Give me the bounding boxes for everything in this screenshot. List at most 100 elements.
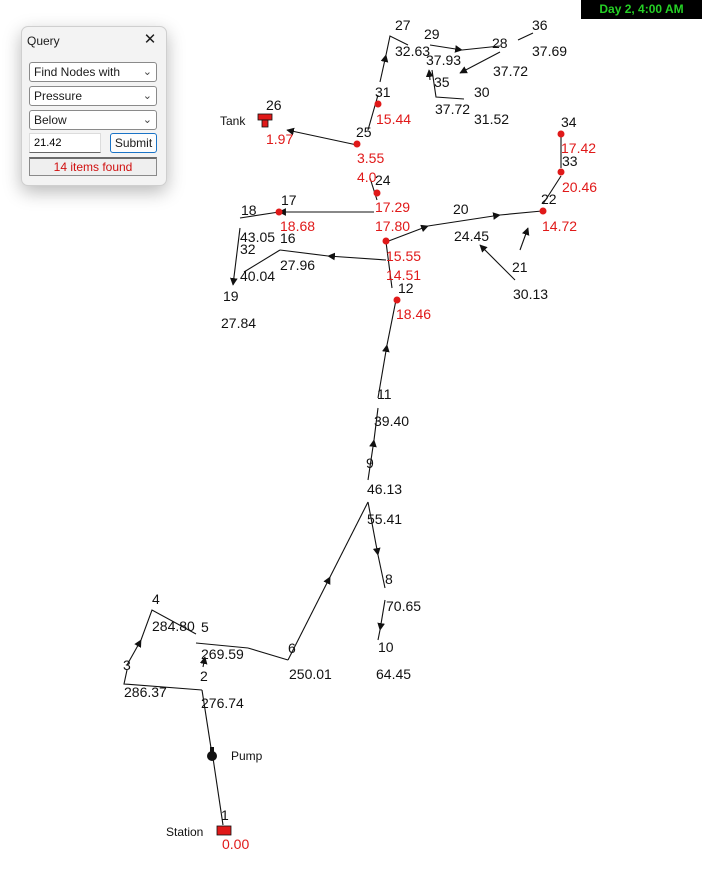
pipe-5-6a[interactable] — [195, 642, 249, 649]
pipe-31-27a[interactable] — [379, 54, 389, 83]
node-value-31: 15.44 — [376, 111, 411, 127]
pipe-6-9b[interactable] — [329, 501, 369, 578]
node-31-dot[interactable] — [374, 100, 382, 108]
pipe-9-8b[interactable] — [377, 554, 386, 589]
pipe-12-13[interactable] — [385, 241, 393, 289]
query-panel: Query ✕ Find Nodes with ⌄ Pressure ⌄ Bel… — [21, 26, 167, 186]
query-value-input[interactable] — [29, 133, 101, 153]
node-value-6: 250.01 — [289, 666, 332, 682]
pipe-11-12a[interactable] — [377, 344, 390, 399]
node-id-4: 4 — [152, 591, 160, 607]
node-17-dot[interactable] — [275, 208, 283, 216]
chevron-down-icon: ⌄ — [142, 90, 152, 102]
node-id-6: 6 — [288, 640, 296, 656]
pipe-18-17[interactable] — [239, 211, 280, 219]
pipe-29-35[interactable] — [425, 69, 434, 81]
pipe-pump-2[interactable] — [201, 689, 212, 749]
node-value-25: 3.55 — [357, 150, 384, 166]
node-value-33: 20.46 — [562, 179, 597, 195]
pipe-5-6b[interactable] — [247, 647, 289, 661]
node-value-10: 64.45 — [376, 666, 411, 682]
node-22-dot[interactable] — [539, 207, 547, 215]
node-value-7: 55.41 — [367, 511, 402, 527]
pipe-2-3[interactable] — [123, 669, 203, 691]
tank-icon[interactable] — [257, 113, 273, 128]
node-id-29: 29 — [424, 26, 440, 42]
node-value-19: 27.84 — [221, 315, 256, 331]
node-value-35: 37.72 — [435, 101, 470, 117]
node-id-11: 11 — [377, 386, 392, 402]
pipe-4-5[interactable] — [140, 609, 197, 641]
pipe-9-8a[interactable] — [367, 501, 381, 556]
node-24-dot[interactable] — [373, 189, 381, 197]
pipe-6-9a[interactable] — [287, 576, 331, 661]
close-icon[interactable]: ✕ — [143, 31, 157, 48]
find-type-select[interactable]: Find Nodes with ⌄ — [29, 62, 157, 82]
pipe-13-16a[interactable] — [327, 252, 387, 261]
pipe-25-31[interactable] — [367, 94, 379, 131]
pipe-22-33[interactable] — [542, 175, 562, 205]
condition-select[interactable]: Below ⌄ — [29, 110, 157, 130]
node-12-dot[interactable] — [393, 296, 401, 304]
node-value-24: 4.0 — [357, 169, 377, 185]
pipe-21-20[interactable] — [479, 244, 516, 281]
submit-button[interactable]: Submit — [110, 133, 157, 153]
pipe-8-10a[interactable] — [377, 599, 386, 631]
node-id-22: 22 — [541, 191, 557, 207]
node-34-dot[interactable] — [557, 130, 565, 138]
pipe-21-22[interactable] — [519, 227, 530, 251]
node-value-4: 284.80 — [152, 618, 195, 634]
node-33-dot[interactable] — [557, 168, 565, 176]
node-id-33: 33 — [562, 153, 578, 169]
parameter-select[interactable]: Pressure ⌄ — [29, 86, 157, 106]
node-value-2: 276.74 — [201, 695, 244, 711]
node-value-13: 15.55 — [386, 248, 421, 264]
pipe-2-5[interactable] — [199, 656, 208, 668]
pipe-1-pump[interactable] — [212, 757, 224, 826]
pipe-18-19[interactable] — [230, 227, 241, 286]
node-value-32: 40.04 — [240, 268, 275, 284]
node-13-dot[interactable] — [382, 237, 390, 245]
pipe-25-tank[interactable] — [286, 127, 358, 146]
pipe-3-4[interactable] — [126, 639, 142, 666]
pipe-13-20a[interactable] — [385, 224, 429, 243]
pipe-13-20b[interactable] — [427, 212, 501, 227]
pipe-28-36[interactable] — [517, 32, 534, 41]
node-value-12: 18.46 — [396, 306, 431, 322]
node-value-28: 37.72 — [493, 63, 528, 79]
pipe-20-22[interactable] — [499, 210, 543, 216]
node-id-24: 24 — [375, 172, 391, 188]
node-id-35: 35 — [434, 74, 450, 90]
node-value-15: 14.51 — [386, 267, 421, 283]
pipe-13-16b[interactable] — [279, 249, 329, 257]
node-25-dot[interactable] — [353, 140, 361, 148]
pipe-27-28a[interactable] — [429, 44, 463, 53]
tank-label: Tank — [220, 114, 246, 128]
pipe-11-12b[interactable] — [386, 299, 397, 346]
pipe-31-27b[interactable] — [385, 35, 409, 56]
node-id-8: 8 — [385, 571, 393, 587]
pipe-27-28b[interactable] — [461, 45, 501, 51]
node-id-10: 10 — [378, 639, 394, 655]
node-id-5: 5 — [201, 619, 209, 635]
pipe-28-35[interactable] — [459, 51, 501, 74]
node-value-29: 37.93 — [426, 52, 461, 68]
pipe-8-10b[interactable] — [377, 629, 381, 641]
pipe-23-24[interactable] — [369, 177, 378, 201]
node-id-18: 18 — [241, 202, 257, 218]
node-id-34: 34 — [561, 114, 577, 130]
node-value-23: 17.29 — [375, 199, 410, 215]
node-id-17: 17 — [281, 192, 297, 208]
find-type-value: Find Nodes with — [34, 65, 121, 79]
pump-icon[interactable] — [207, 747, 217, 761]
station-reservoir-icon[interactable] — [216, 825, 232, 836]
pipe-9-11a[interactable] — [367, 439, 377, 481]
node-value-34: 17.42 — [561, 140, 596, 156]
chevron-down-icon: ⌄ — [142, 66, 152, 78]
node-id-36: 36 — [532, 17, 548, 33]
pipe-9-11b[interactable] — [373, 407, 379, 441]
pipe-16-32[interactable] — [243, 249, 281, 273]
station-label: Station — [166, 825, 203, 839]
pipe-35-30[interactable] — [431, 69, 465, 100]
